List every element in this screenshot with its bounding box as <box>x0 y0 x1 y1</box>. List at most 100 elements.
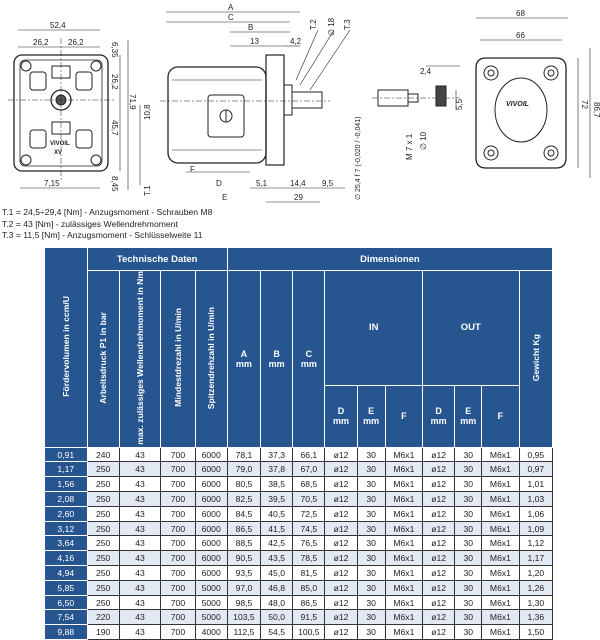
table-cell: 93,5 <box>226 565 262 581</box>
table-cell: 6000 <box>194 565 228 581</box>
table-cell: 250 <box>86 579 120 596</box>
table-cell: 86,5 <box>226 520 262 537</box>
table-cell: 700 <box>160 446 196 463</box>
rear-logo: VIVOIL <box>506 101 529 108</box>
table-cell: 1,12 <box>518 535 554 552</box>
table-cell: 68,5 <box>292 476 326 493</box>
table-cell: M6x1 <box>384 550 424 567</box>
table-cell: ø12 <box>422 505 456 522</box>
header-dimensions: Dimensionen <box>226 247 554 271</box>
shaft-tolerance: ∅ 25,4 f 7 (-0,020 / -0,041) <box>355 116 362 200</box>
dim-52-4: 52,4 <box>50 21 66 30</box>
table-cell: 30 <box>454 520 483 537</box>
table-cell: 9,88 <box>44 624 88 640</box>
table-cell: 30 <box>356 624 386 640</box>
label-F: F <box>190 165 195 174</box>
table-cell: 240 <box>86 446 120 463</box>
table-cell: 1,01 <box>518 476 554 493</box>
table-cell: 250 <box>86 505 120 522</box>
table-cell: 250 <box>86 565 120 581</box>
table-cell: 5000 <box>194 594 228 611</box>
note-t3: T.3 = 11,5 [Nm] - Anzugsmoment - Schlüss… <box>2 230 203 240</box>
header-out: OUT <box>422 270 520 386</box>
table-cell: 1,17 <box>44 461 88 478</box>
table-cell: 78,5 <box>292 550 326 567</box>
table-cell: 6000 <box>194 461 228 478</box>
table-cell: 30 <box>454 624 483 640</box>
table-cell: 30 <box>454 491 483 507</box>
table-cell: ø12 <box>422 461 456 478</box>
table-cell: ø12 <box>422 594 456 611</box>
table-cell: 6000 <box>194 505 228 522</box>
table-cell: 30 <box>356 579 386 596</box>
table-cell: 67,0 <box>292 461 326 478</box>
table-cell: 700 <box>160 624 196 640</box>
table-cell: 2,08 <box>44 491 88 507</box>
dim-5-1: 5,1 <box>256 179 268 188</box>
table-cell: 72,5 <box>292 505 326 522</box>
dim-66: 66 <box>516 31 525 40</box>
table-cell: M6x1 <box>481 535 520 552</box>
dim-10-8: 10,8 <box>143 104 152 120</box>
dim-26-2-left: 26,2 <box>33 38 49 47</box>
header-min-speed: Mindestdrezahl in U/min <box>160 270 196 448</box>
table-cell: 5000 <box>194 609 228 626</box>
table-cell: 43,5 <box>260 550 294 567</box>
table-cell: 0,97 <box>518 461 554 478</box>
table-cell: ø12 <box>422 491 456 507</box>
table-cell: 30 <box>454 535 483 552</box>
label-phi18: ∅ 18 <box>327 17 336 36</box>
side-view <box>139 11 351 203</box>
table-cell: 30 <box>356 520 386 537</box>
label-T3: T.3 <box>343 19 352 30</box>
table-cell: 250 <box>86 550 120 567</box>
table-cell: 30 <box>454 461 483 478</box>
table-cell: M6x1 <box>384 624 424 640</box>
table-cell: 48,0 <box>260 594 294 611</box>
table-cell: M6x1 <box>384 535 424 552</box>
table-cell: 6000 <box>194 520 228 537</box>
table-cell: 1,26 <box>518 579 554 596</box>
table-cell: 7,54 <box>44 609 88 626</box>
table-cell: 43 <box>118 565 162 581</box>
table-cell: 1,56 <box>44 476 88 493</box>
table-cell: M6x1 <box>481 550 520 567</box>
table-cell: 6000 <box>194 550 228 567</box>
table-cell: 30 <box>454 446 483 463</box>
table-cell: 4,16 <box>44 550 88 567</box>
table-cell: 43 <box>118 476 162 493</box>
table-cell: 40,5 <box>260 505 294 522</box>
dim-A: A <box>228 3 234 12</box>
table-cell: 43 <box>118 505 162 522</box>
table-cell: 37,8 <box>260 461 294 478</box>
dim-B: B <box>248 23 253 32</box>
table-cell: 30 <box>454 594 483 611</box>
table-cell: 700 <box>160 535 196 552</box>
table-cell: M6x1 <box>384 446 424 463</box>
dim-26-2-right: 26,2 <box>68 38 84 47</box>
table-cell: 6000 <box>194 476 228 493</box>
header-max-speed: Spitzendrehzahl in U/min <box>194 270 228 448</box>
table-cell: 4000 <box>194 624 228 640</box>
table-cell: 30 <box>454 579 483 596</box>
dim-71-9: 71,9 <box>128 94 137 110</box>
spec-table: Fördervolumen in ccm/U Technische Daten … <box>44 247 554 640</box>
table-cell: 82,5 <box>226 491 262 507</box>
table-cell: ø12 <box>422 550 456 567</box>
table-cell: 43 <box>118 624 162 640</box>
dim-45-7: 45,7 <box>110 120 119 136</box>
dim-4-2: 4,2 <box>290 37 302 46</box>
dim-29: 29 <box>294 193 303 202</box>
table-cell: 50,0 <box>260 609 294 626</box>
dim-5-5: 5,5 <box>455 98 464 110</box>
table-cell: 30 <box>356 461 386 478</box>
table-cell: 700 <box>160 594 196 611</box>
table-cell: ø12 <box>324 624 358 640</box>
